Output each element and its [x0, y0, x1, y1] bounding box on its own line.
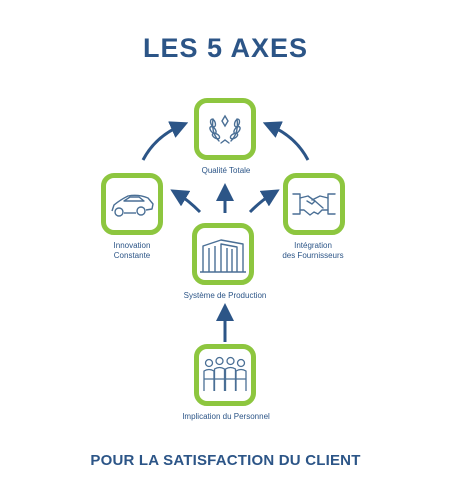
- node-innovation: [101, 173, 163, 235]
- handshake-icon: [292, 193, 336, 216]
- label-innovation: Innovation Constante: [113, 241, 151, 260]
- arrow-suppliers-to-quality: [262, 121, 310, 161]
- label-suppliers: Intégration des Fournisseurs: [282, 241, 344, 260]
- footer-tagline: POUR LA SATISFACTION DU CLIENT: [90, 452, 361, 469]
- car-icon: [111, 194, 154, 217]
- label-personnel: Implication du Personnel: [182, 412, 270, 421]
- label-production: Système de Production: [183, 291, 267, 300]
- arrow-production-to-innovation: [170, 189, 202, 214]
- arrow-innovation-to-quality: [141, 121, 189, 161]
- label-quality: Qualité Totale: [201, 166, 251, 175]
- node-suppliers: [283, 173, 345, 235]
- node-quality: [194, 98, 256, 160]
- node-production: [192, 223, 254, 285]
- people-group-icon: [203, 356, 247, 391]
- page-title: LES 5 AXES: [142, 33, 309, 63]
- node-personnel: [194, 344, 256, 406]
- factory-building-icon: [200, 239, 246, 273]
- arrow-production-to-suppliers: [248, 189, 280, 214]
- laurel-wreath-icon: [209, 114, 241, 144]
